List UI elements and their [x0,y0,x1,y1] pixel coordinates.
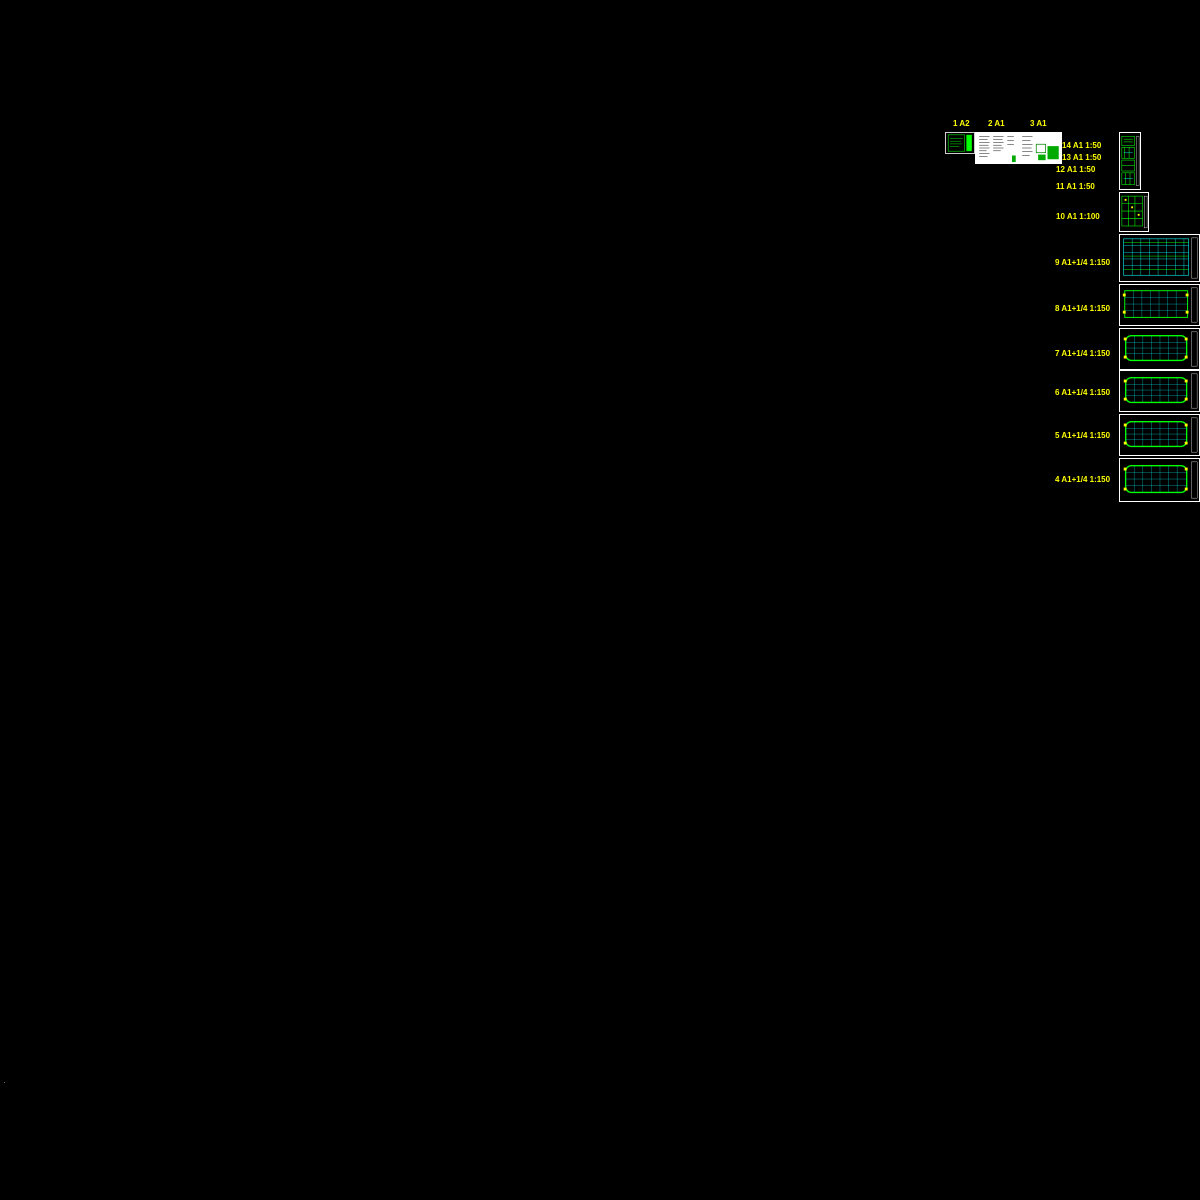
sheet-label-8: 8 A1+1/4 1:150 [1055,304,1111,313]
sheet-7-drawing [1123,331,1198,367]
sheet-5[interactable] [1119,414,1200,456]
sheet-11-14-drawing [1121,136,1140,186]
sheet-label-6: 6 A1+1/4 1:150 [1055,388,1111,397]
sheet-4-drawing [1123,461,1198,499]
sheet-label-1: 1 A2 [953,119,970,128]
sheet-8[interactable] [1119,284,1200,326]
sheet-6[interactable] [1119,370,1200,412]
sheet-label-7: 7 A1+1/4 1:150 [1055,349,1111,358]
sheet-3-drawing [1022,136,1059,161]
sheet-label-14: 14 A1 1:50 [1062,141,1102,150]
sheet-7[interactable] [1119,328,1200,370]
origin-marker [4,1082,5,1083]
sheet-10-drawing [1121,195,1148,229]
sheet-label-11: 11 A1 1:50 [1056,182,1095,191]
sheet-9-drawing [1123,237,1198,279]
sheet-10[interactable] [1119,192,1149,232]
sheet-label-12: 12 A1 1:50 [1056,165,1096,174]
sheet-label-4: 4 A1+1/4 1:150 [1055,475,1111,484]
sheet-11-14-details[interactable] [1119,132,1141,190]
sheet-3-details[interactable] [1018,132,1062,164]
sheet-2-drawing [979,136,1016,163]
sheet-5-drawing [1123,417,1198,453]
sheet-label-5: 5 A1+1/4 1:150 [1055,431,1111,440]
sheet-6-drawing [1123,373,1198,409]
sheet-label-13: 13 A1 1:50 [1062,153,1102,162]
sheet-1-drawing [947,134,972,152]
sheet-label-9: 9 A1+1/4 1:150 [1055,258,1111,267]
sheet-1-cover[interactable] [945,132,975,154]
sheet-2-notes[interactable] [975,132,1018,164]
sheet-label-10: 10 A1 1:100 [1056,212,1100,221]
sheet-8-drawing [1122,287,1198,323]
sheet-label-2: 2 A1 [988,119,1005,128]
sheet-label-3: 3 A1 [1030,119,1047,128]
sheet-4[interactable] [1119,458,1200,502]
sheet-9[interactable] [1119,234,1200,282]
